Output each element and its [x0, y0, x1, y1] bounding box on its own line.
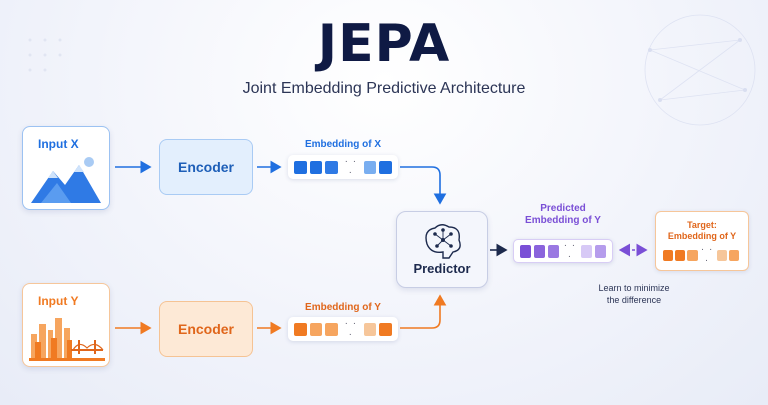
minimize-note: Learn to minimize the difference [586, 282, 682, 306]
target-label-line2: Embedding of Y [667, 231, 737, 241]
predictor-box: Predictor [396, 211, 488, 288]
embedding-cell [663, 249, 674, 261]
input-x-card: Input X [22, 126, 110, 210]
embedding-cell [309, 322, 323, 336]
embedding-y-vector: · · · [288, 317, 398, 341]
embedding-cell [533, 244, 545, 258]
predictor-label: Predictor [413, 261, 471, 276]
note-line1: Learn to minimize [598, 283, 670, 293]
encoder-x-box: Encoder [159, 139, 253, 195]
embedding-cell [325, 322, 339, 336]
embedding-cell [675, 249, 686, 261]
target-embedding-vector: · · · [660, 244, 742, 266]
arrow-down-icon [400, 166, 447, 205]
ellipsis: · · · [344, 318, 358, 340]
ellipsis: · · · [563, 240, 577, 262]
city-skyline-image-icon [29, 318, 105, 361]
page-subtitle: Joint Embedding Predictive Architecture [242, 80, 526, 97]
predicted-label-line1: Predicted [540, 203, 586, 214]
target-label-line1: Target: [687, 220, 717, 230]
embedding-cell [716, 249, 727, 261]
embedding-cell [379, 160, 392, 174]
embedding-cell [294, 322, 307, 336]
embedding-cell [581, 244, 593, 258]
predicted-embedding-label: Predicted Embedding of Y [493, 203, 633, 227]
embedding-cell [294, 160, 307, 174]
embedding-cell [309, 160, 323, 174]
target-label: Target: Embedding of Y [656, 220, 748, 242]
input-y-label: Input Y [38, 294, 79, 308]
embedding-cell [728, 249, 739, 261]
target-embedding-card: Target: Embedding of Y · · · [655, 211, 749, 271]
predicted-embedding-vector: · · · [513, 239, 613, 263]
note-line2: the difference [606, 295, 662, 305]
embedding-cell [687, 249, 698, 261]
ellipsis: · · · [700, 244, 714, 266]
embedding-cell [595, 244, 606, 258]
embedding-cell [325, 160, 339, 174]
input-x-label: Input X [38, 137, 79, 151]
embedding-x-vector: · · · [288, 155, 398, 179]
embedding-cell [547, 244, 559, 258]
predicted-label-line2: Embedding of Y [525, 215, 601, 226]
embedding-y-label: Embedding of Y [305, 302, 381, 313]
embedding-cell [363, 160, 377, 174]
arrow-up-icon [400, 294, 447, 329]
embedding-cell [520, 244, 531, 258]
page-title: JEPA [317, 14, 451, 74]
input-y-card: Input Y [22, 283, 110, 367]
embedding-x-label: Embedding of X [304, 139, 382, 150]
encoder-y-box: Encoder [159, 301, 253, 357]
brain-network-icon [425, 224, 461, 259]
mountain-image-icon [31, 157, 101, 203]
ellipsis: · · · [344, 156, 358, 178]
embedding-cell [363, 322, 377, 336]
embedding-cell [379, 322, 392, 336]
